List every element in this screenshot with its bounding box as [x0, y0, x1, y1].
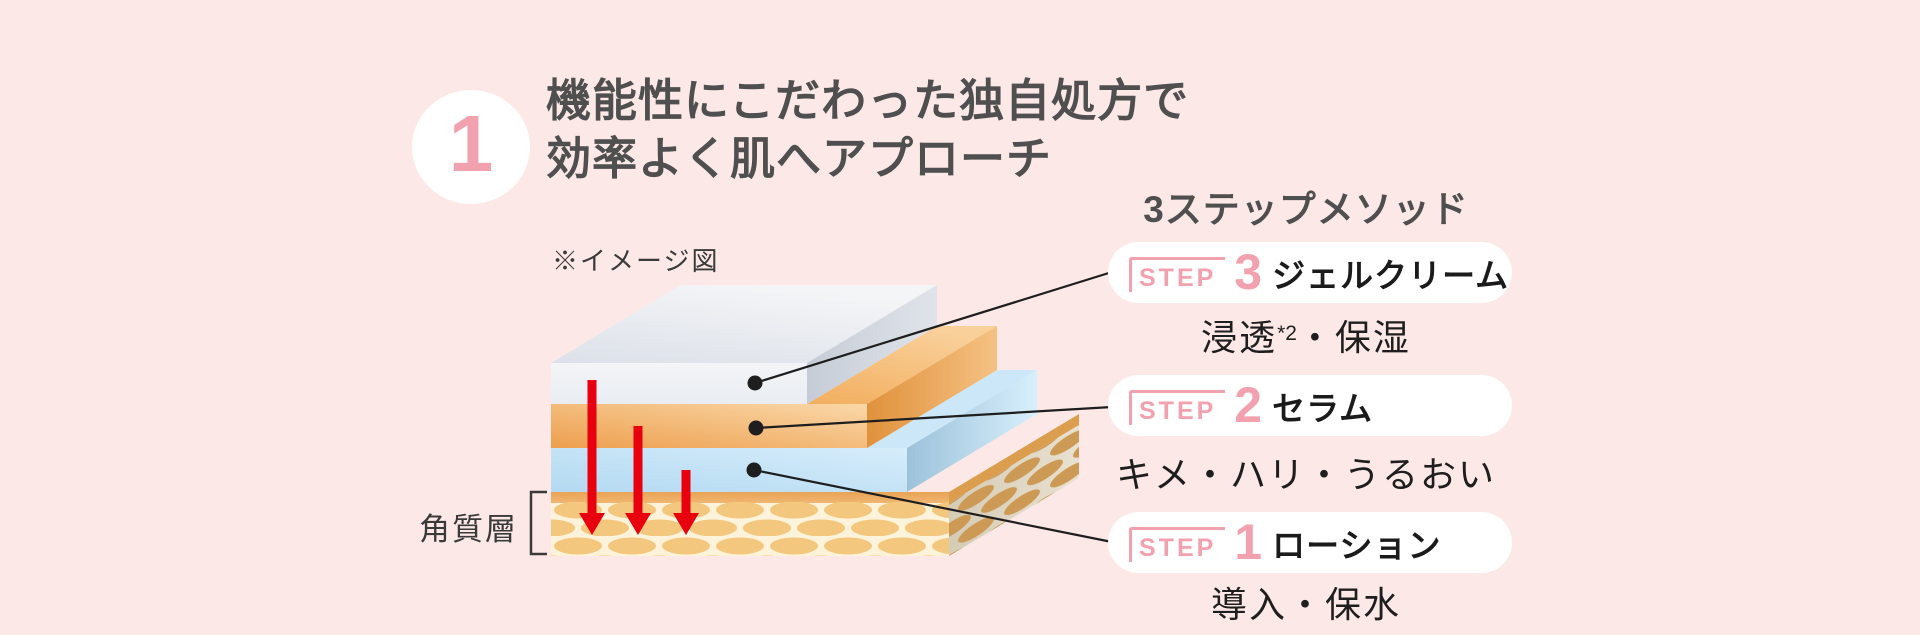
step-3-benefits: 浸透*2・保湿 — [1090, 309, 1522, 361]
step-3-benefit-text: 浸透 — [1201, 317, 1278, 358]
lotion-layer — [551, 369, 1037, 492]
step-card-3: STEP 3 ジェルクリーム — [1108, 242, 1512, 303]
step-3-footnote-marker: *2 — [1277, 322, 1297, 345]
callout-line-step1 — [753, 468, 1113, 544]
serum-layer — [551, 325, 997, 448]
red-arrow-2 — [625, 426, 651, 535]
step-word-bracket-1: STEP — [1129, 526, 1226, 563]
penetration-arrows — [579, 380, 699, 535]
stratum-label: 角質層 — [419, 512, 518, 547]
callout-line-step3 — [754, 270, 1113, 385]
red-arrow-3 — [673, 470, 699, 535]
callout-dot-step3 — [747, 375, 763, 391]
step-number-1: 1 — [1234, 513, 1263, 570]
step-2-benefit-text: キメ・ハリ・うるおい — [1115, 454, 1496, 495]
step-name-1: ローション — [1272, 526, 1442, 564]
step-2-benefits: キメ・ハリ・うるおい — [1090, 446, 1522, 498]
stratum-bracket — [529, 490, 547, 556]
callout-lines — [753, 270, 1113, 544]
step-word-bracket-3: STEP — [1129, 256, 1226, 293]
step-1-benefit-text: 導入・保水 — [1210, 584, 1401, 625]
step-number-3: 3 — [1234, 243, 1263, 300]
callout-dot-step1 — [746, 462, 762, 478]
step-name-3: ジェルクリーム — [1272, 256, 1510, 294]
step-card-1: STEP 1 ローション — [1108, 512, 1512, 573]
callout-dot-step2 — [748, 420, 764, 436]
heading-line-2: 効率よく肌へアプローチ — [546, 132, 1053, 184]
step-word-bracket-2: STEP — [1129, 389, 1226, 426]
image-note: ※イメージ図 — [552, 246, 720, 276]
section-heading: 機能性にこだわった独自処方で 効率よく肌へアプローチ — [546, 72, 1189, 187]
red-arrow-1 — [579, 380, 605, 535]
step-number-2: 2 — [1234, 376, 1263, 433]
callout-line-step2 — [755, 405, 1113, 430]
badge-number-text: 1 — [448, 99, 494, 188]
heading-line-1: 機能性にこだわった独自処方で — [546, 75, 1190, 126]
method-title: 3ステップメソッド — [1143, 189, 1469, 230]
step-card-2: STEP 2 セラム — [1108, 375, 1512, 436]
callout-dots — [746, 375, 764, 478]
gel-cream-layer — [551, 284, 937, 404]
step-name-2: セラム — [1272, 389, 1374, 427]
step-1-benefits: 導入・保水 — [1090, 576, 1522, 628]
step-number-badge: 1 — [412, 90, 530, 204]
stratum-corneum-layer — [551, 413, 1079, 556]
step-3-benefit-text-2: ・保湿 — [1296, 317, 1411, 358]
